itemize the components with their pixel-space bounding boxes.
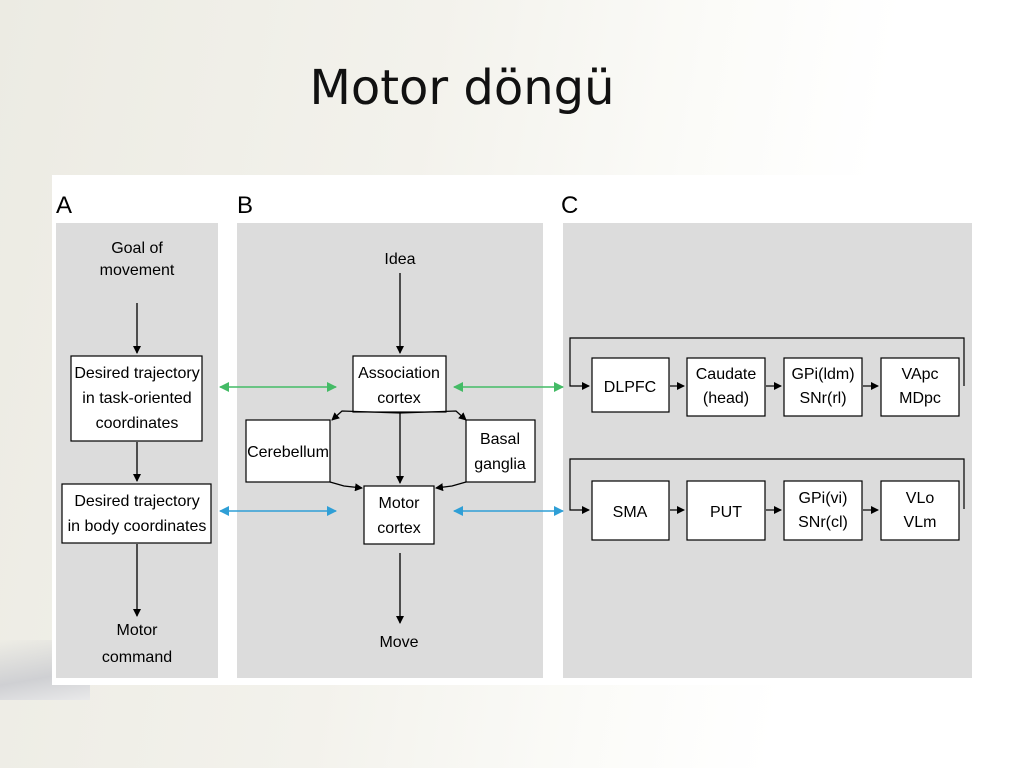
- cerebellum-box: Cerebellum: [245, 419, 331, 483]
- task-trajectory-box: Desired trajectory in task-oriented coor…: [70, 355, 203, 442]
- motor-command-label-line1: Motor: [117, 622, 159, 639]
- loop1-box-1-label: DLPFC: [604, 379, 656, 396]
- loop2-box-4-line2: VLm: [904, 514, 937, 531]
- loop1-box-3-line2: SNr(rl): [799, 390, 846, 407]
- motor-cortex-box: Motor cortex: [363, 485, 435, 545]
- basal-ganglia-line1: Basal: [480, 431, 520, 448]
- panel-c-label: C: [561, 192, 578, 219]
- loop2-box-1-label: SMA: [613, 504, 648, 521]
- loop1-box-4: VApc MDpc: [880, 357, 960, 417]
- move-label: Move: [379, 634, 418, 651]
- loop2-box-2: PUT: [686, 480, 766, 541]
- motor-command-label-line2: command: [102, 649, 172, 666]
- cerebellum-label: Cerebellum: [247, 444, 329, 461]
- loop2-box-1: SMA: [591, 480, 670, 541]
- loop2-box-2-label: PUT: [710, 504, 742, 521]
- loop2-box-3-line1: GPi(vi): [799, 490, 848, 507]
- body-trajectory-line1: Desired trajectory: [74, 493, 199, 510]
- task-trajectory-line3: coordinates: [96, 415, 179, 432]
- basal-ganglia-box: Basal ganglia: [465, 419, 536, 483]
- loop2-box-4: VLo VLm: [880, 480, 960, 541]
- idea-label: Idea: [384, 251, 415, 268]
- loop2-box-3-line2: SNr(cl): [798, 514, 848, 531]
- association-cortex-box: Association cortex: [352, 355, 447, 413]
- basal-ganglia-line2: ganglia: [474, 456, 526, 473]
- loop1-box-2: Caudate (head): [686, 357, 766, 417]
- motor-loop-diagram: A B C Goal of movement Desired trajector…: [56, 192, 972, 678]
- loop1-box-3-line1: GPi(ldm): [791, 366, 854, 383]
- panel-c-background: [563, 223, 972, 678]
- loop1-box-2-line1: Caudate: [696, 366, 757, 383]
- task-trajectory-line2: in task-oriented: [82, 390, 191, 407]
- loop1-box-3: GPi(ldm) SNr(rl): [783, 357, 863, 417]
- motor-cortex-line2: cortex: [377, 520, 421, 537]
- body-trajectory-box: Desired trajectory in body coordinates: [61, 483, 212, 544]
- body-trajectory-line2: in body coordinates: [68, 518, 207, 535]
- task-trajectory-line1: Desired trajectory: [74, 365, 199, 382]
- goal-of-movement-label-line1: Goal of: [111, 240, 163, 257]
- loop1-box-4-line1: VApc: [901, 366, 938, 383]
- loop1-box-4-line2: MDpc: [899, 390, 941, 407]
- loop1-box-1: DLPFC: [591, 357, 670, 413]
- panel-a-label: A: [56, 192, 72, 219]
- association-cortex-line2: cortex: [377, 390, 421, 407]
- loop2-box-3: GPi(vi) SNr(cl): [783, 480, 863, 541]
- slide-title: Motor döngü: [309, 60, 615, 116]
- association-cortex-line1: Association: [358, 365, 440, 382]
- motor-cortex-line1: Motor: [379, 495, 421, 512]
- panel-b-label: B: [237, 192, 253, 219]
- motor-loop-figure: A B C Goal of movement Desired trajector…: [52, 175, 972, 685]
- goal-of-movement-label-line2: movement: [100, 262, 175, 279]
- loop1-box-2-line2: (head): [703, 390, 749, 407]
- loop2-box-4-line1: VLo: [906, 490, 935, 507]
